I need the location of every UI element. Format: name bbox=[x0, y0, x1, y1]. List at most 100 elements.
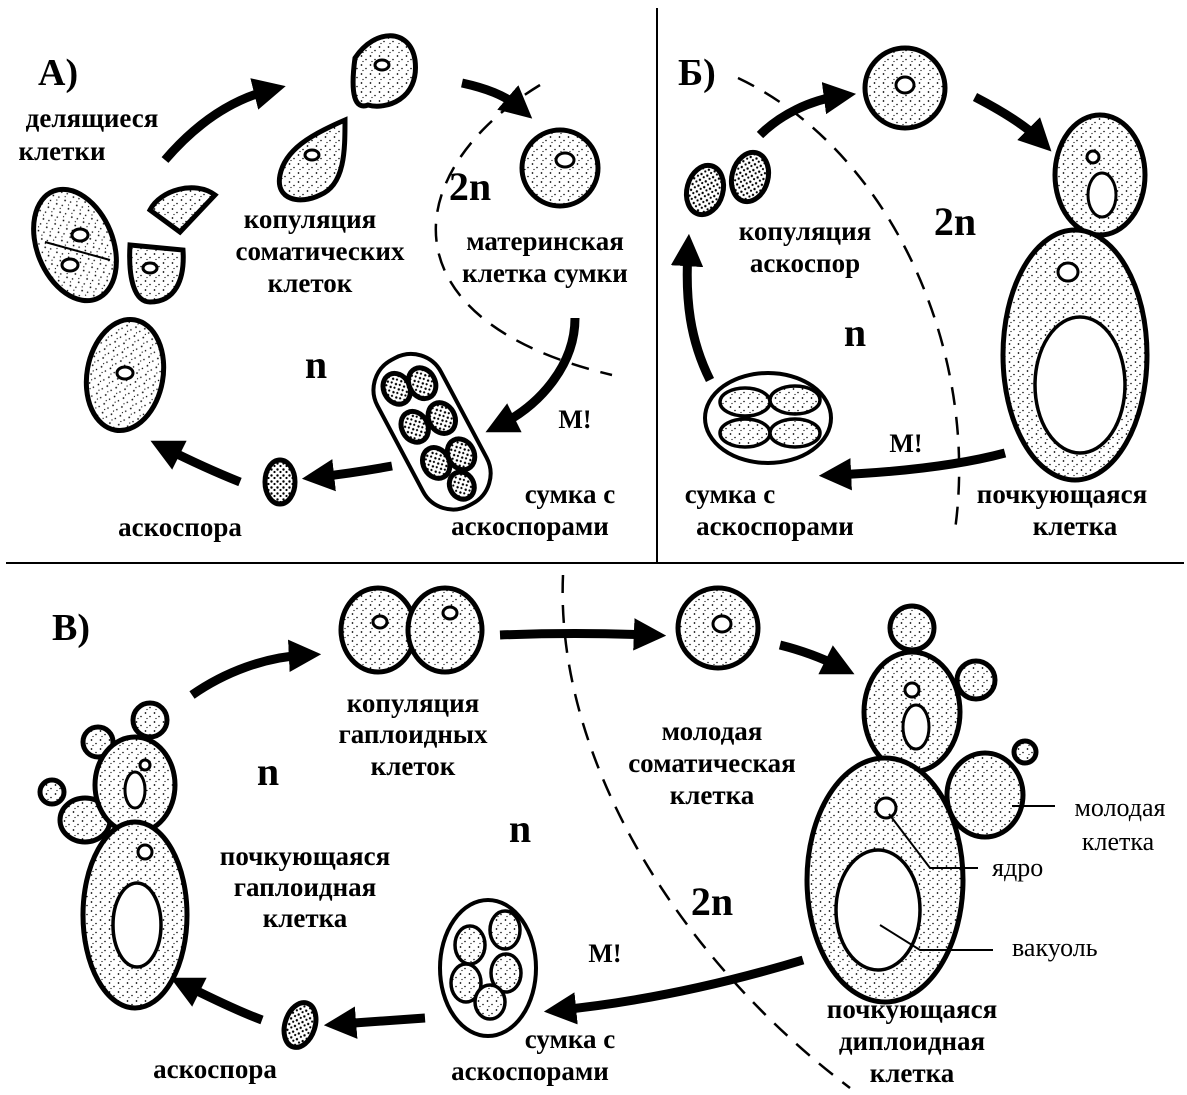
panel-a-label-dividing-2: клетки bbox=[18, 136, 105, 166]
panel-a-label-ascospore: аскоспора bbox=[118, 512, 242, 542]
panel-b-arrow-2 bbox=[975, 97, 1040, 140]
panel-a-arrow-4 bbox=[318, 466, 392, 477]
panel-c-arrow-5 bbox=[340, 1018, 425, 1024]
panel-c-arrow-1 bbox=[192, 655, 305, 695]
panel-c-label-young-2: соматическая bbox=[628, 748, 796, 778]
panel-c-haploid-daughter-nucleus bbox=[140, 760, 150, 770]
panel-a-label-ascus-2: аскоспорами bbox=[451, 511, 609, 541]
panel-b-bud-nucleus bbox=[1087, 151, 1099, 163]
panel-c-label-young-3: клетка bbox=[670, 780, 755, 810]
panel-c-label-ascospore: аскоспора bbox=[153, 1054, 277, 1084]
panel-a-ascus-wall bbox=[362, 342, 503, 521]
panel-c-haploid-bud-top bbox=[133, 703, 167, 737]
panel-a-copulating-nucleus-1 bbox=[375, 60, 389, 70]
panel-c-label-ascus-1: сумка с bbox=[525, 1024, 616, 1054]
panel-b-spore-4 bbox=[770, 419, 820, 447]
panel-b-ascospore-2 bbox=[726, 148, 774, 206]
panel-c-label-ascus-2: аскоспорами bbox=[451, 1056, 609, 1086]
panel-c-spore-1 bbox=[455, 926, 485, 964]
panel-b-label-budding-1: почкующаяся bbox=[977, 479, 1147, 509]
panel-b-label-ascus-2: аскоспорами bbox=[696, 511, 854, 541]
panel-b-label-copulation-2: аскоспор bbox=[750, 248, 860, 278]
panel-b-spore-1 bbox=[720, 388, 770, 416]
panel-b-spore-3 bbox=[720, 419, 770, 447]
panel-a-label-mother-1: материнская bbox=[466, 226, 624, 256]
panel-b-label-copulation-1: копуляция bbox=[739, 216, 872, 246]
panel-b-arrow-4 bbox=[687, 250, 710, 380]
panel-c-copulating-nucleus-2 bbox=[443, 607, 457, 619]
panel-a-label-dividing-1: делящиеся bbox=[26, 103, 159, 133]
panel-c-copulating-cell-2 bbox=[408, 588, 482, 672]
panel-a-label-mother-2: клетка сумки bbox=[462, 258, 628, 288]
panel-b-budding-nucleus bbox=[1058, 263, 1078, 281]
panel-a-arrow-2 bbox=[462, 83, 520, 108]
panel-c-diploid-daughter-vacuole bbox=[903, 705, 929, 749]
panel-c-label-young-cell-1: молодая bbox=[1074, 793, 1165, 822]
panel-c-label-copulation-1: копуляция bbox=[347, 688, 480, 718]
panel-a-arrow-1 bbox=[165, 90, 270, 160]
panel-a-mother-cell bbox=[522, 130, 598, 206]
panel-a-arrow-5 bbox=[165, 448, 240, 482]
panel-a-dividing-cell bbox=[18, 177, 132, 313]
panel-a-nucleus-2 bbox=[62, 259, 78, 271]
panel-a-split-nucleus bbox=[143, 263, 157, 273]
panel-c-ploidy-n-2: n bbox=[509, 806, 531, 851]
panel-a-nucleus-1 bbox=[72, 229, 88, 241]
panel-c-meiosis: М! bbox=[588, 939, 621, 968]
panel-b-meiosis: М! bbox=[889, 429, 922, 458]
panel-a-split-cell-bottom bbox=[130, 245, 184, 302]
panel-c-young-somatic-nucleus bbox=[713, 616, 731, 632]
panel-a-ploidy-n: n bbox=[305, 342, 327, 387]
panel-c-letter: В) bbox=[52, 607, 90, 649]
panel-c-label-haploid-budding-1: почкующаяся bbox=[220, 841, 390, 871]
panel-c-label-haploid-budding-3: клетка bbox=[263, 903, 348, 933]
panel-b-ascospore-1 bbox=[681, 161, 729, 219]
panel-c-ploidy-2n: 2n bbox=[691, 879, 733, 924]
panel-c-diploid-bud-top bbox=[890, 606, 934, 650]
panel-c-diploid-bud-right bbox=[957, 661, 995, 699]
panel-b-ascus-wall bbox=[705, 373, 831, 463]
panel-a-haploid-nucleus bbox=[117, 367, 133, 379]
panel-a-label-copulation-2: соматических bbox=[236, 236, 405, 266]
panel-c-young-cell bbox=[947, 753, 1023, 837]
panel-b: Б) копуляция аскоспор 2n n М! сумка с ас… bbox=[678, 48, 1147, 541]
panel-c-label-haploid-budding-2: гаплоидная bbox=[234, 872, 377, 902]
panel-a-ascus bbox=[362, 342, 503, 521]
panel-c-label-copulation-3: клеток bbox=[371, 751, 456, 781]
panel-a-label-copulation-3: клеток bbox=[268, 268, 353, 298]
panel-c-label-diploid-budding-3: клетка bbox=[870, 1058, 955, 1088]
panel-c-ploidy-n-1: n bbox=[257, 749, 279, 794]
panel-a-mother-nucleus bbox=[556, 153, 574, 167]
panel-a-meiosis: М! bbox=[558, 405, 591, 434]
panel-a-copulating-nucleus-2 bbox=[305, 150, 319, 160]
panel-c-haploid-budding-nucleus bbox=[138, 845, 152, 859]
panel-c-label-young-cell-2: клетка bbox=[1082, 827, 1155, 856]
panel-a: А) делящиеся клетки копуляция соматическ… bbox=[18, 36, 628, 542]
panel-b-label-budding-2: клетка bbox=[1033, 511, 1118, 541]
panel-c-label-diploid-budding-2: диплоидная bbox=[839, 1026, 985, 1056]
panel-c-spore-2 bbox=[490, 911, 520, 949]
panel-a-ascospore bbox=[265, 460, 295, 504]
panel-c-copulating-cell-1 bbox=[341, 588, 415, 672]
panel-c-diploid-vacuole bbox=[836, 850, 920, 970]
panel-c-arrow-6 bbox=[185, 985, 262, 1020]
panel-c-diploid-daughter-nucleus bbox=[905, 683, 919, 697]
panel-c-haploid-bud-small bbox=[40, 780, 64, 804]
panel-b-label-ascus-1: сумка с bbox=[685, 479, 776, 509]
panel-a-ploidy-2n: 2n bbox=[449, 164, 491, 209]
panel-b-ploidy-n: n bbox=[844, 310, 866, 355]
panel-b-budding-vacuole bbox=[1035, 317, 1125, 453]
panel-b-ploidy-2n: 2n bbox=[934, 199, 976, 244]
panel-a-letter: А) bbox=[38, 52, 78, 94]
panel-c-spore-5 bbox=[475, 985, 505, 1019]
panel-c-copulating-nucleus-1 bbox=[373, 616, 387, 628]
panel-c-arrow-3 bbox=[780, 645, 840, 667]
panel-a-label-copulation-1: копуляция bbox=[244, 204, 377, 234]
panel-b-bud-vacuole bbox=[1088, 173, 1116, 217]
panel-c-label-young-1: молодая bbox=[662, 716, 763, 746]
panel-c-haploid-daughter-vacuole bbox=[125, 772, 145, 808]
panel-c-arrow-2 bbox=[500, 634, 650, 636]
panel-c-label-diploid-budding-1: почкующаяся bbox=[827, 994, 997, 1024]
